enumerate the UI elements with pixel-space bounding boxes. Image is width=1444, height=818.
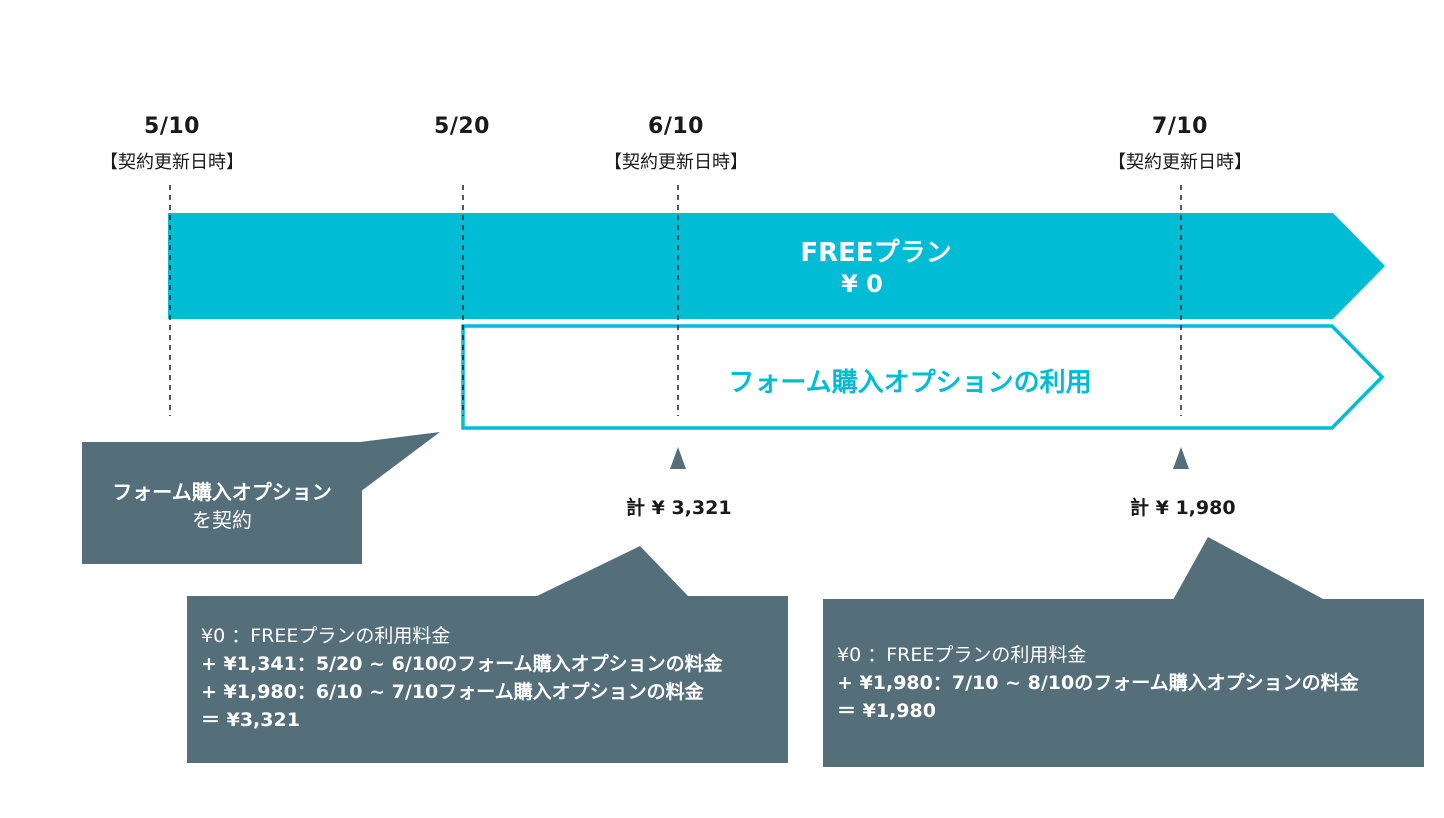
contract-renewal-label: 【契約更新日時】 — [1108, 152, 1252, 173]
date-label: 6/10 — [648, 114, 704, 139]
option-bar — [461, 324, 1385, 430]
contract-renewal-label: 【契約更新日時】 — [100, 152, 244, 173]
contract-callout-pointer — [360, 432, 440, 492]
note2-pointer — [1173, 537, 1325, 600]
contract-callout: フォーム購入オプション を契約 — [82, 442, 362, 564]
note-line: ＝ ¥1,980 — [837, 700, 936, 722]
note-line: + ¥1,980：7/10 ~ 8/10のフォーム購入オプションの料金 — [837, 672, 1359, 694]
date-label: 7/10 — [1152, 114, 1208, 139]
date-label: 5/10 — [144, 114, 200, 139]
marker-7-10 — [1173, 447, 1189, 469]
free-plan-bar — [168, 213, 1385, 319]
note-line: + ¥1,980：6/10 ~ 7/10フォーム購入オプションの料金 — [201, 681, 704, 703]
contract-callout-line2: を契約 — [192, 508, 252, 532]
note-line: + ¥1,341：5/20 ~ 6/10のフォーム購入オプションの料金 — [201, 653, 723, 675]
note-line: ＝ ¥3,321 — [201, 709, 300, 731]
option-bar-label: フォーム購入オプションの利用 — [728, 368, 1092, 398]
free-plan-label: FREEプラン — [800, 238, 952, 268]
total-7-10: 計 ¥ 1,980 — [1130, 497, 1236, 519]
breakdown-note-1: ¥0 ：FREEプランの利用料金 + ¥1,341：5/20 ~ 6/10のフォ… — [187, 596, 788, 763]
contract-callout-line1: フォーム購入オプション — [112, 480, 332, 504]
marker-6-10 — [670, 447, 686, 469]
total-6-10: 計 ¥ 3,321 — [626, 497, 732, 519]
free-plan-price: ¥ 0 — [841, 270, 883, 298]
breakdown-note-2: ¥0 ：FREEプランの利用料金 + ¥1,980：7/10 ~ 8/10のフォ… — [823, 599, 1424, 767]
note-line: ¥0 ：FREEプランの利用料金 — [837, 644, 1087, 666]
note-line: ¥0 ：FREEプランの利用料金 — [201, 625, 451, 647]
note1-pointer — [537, 546, 688, 596]
date-label: 5/20 — [434, 114, 490, 139]
contract-renewal-label: 【契約更新日時】 — [604, 152, 748, 173]
